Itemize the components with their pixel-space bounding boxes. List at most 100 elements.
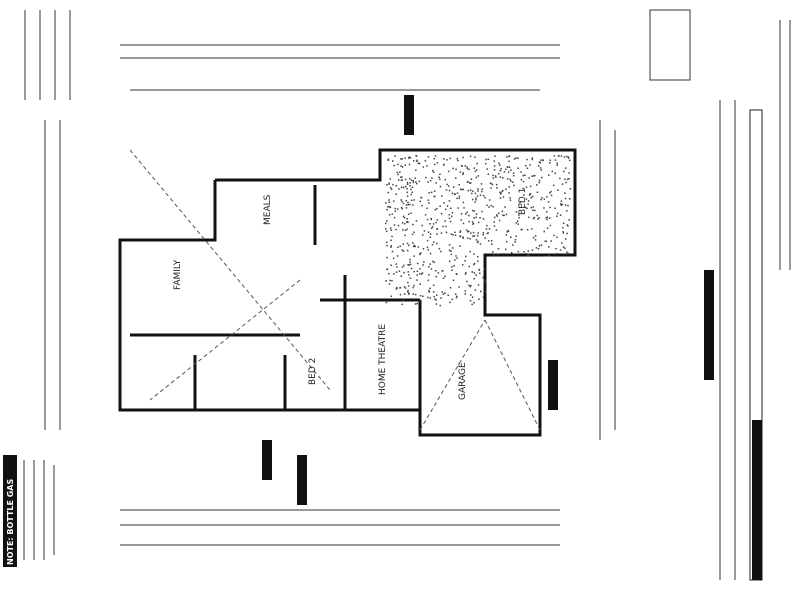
- hatch-speck: [468, 265, 470, 268]
- hatch-speck: [549, 206, 551, 209]
- hatch-speck: [388, 199, 390, 201]
- hatch-speck: [390, 188, 393, 190]
- hatch-speck: [436, 242, 438, 245]
- hatch-speck: [459, 188, 462, 190]
- hatch-speck: [471, 303, 473, 306]
- hatch-speck: [496, 187, 498, 189]
- hatch-speck: [566, 232, 568, 235]
- hatch-speck: [534, 174, 536, 177]
- hatch-speck: [413, 284, 415, 287]
- hatch-speck: [530, 206, 532, 209]
- hatch-speck: [431, 243, 434, 246]
- hatch-speck: [525, 165, 527, 167]
- hatch-speck: [422, 264, 424, 266]
- hatch-speck: [526, 158, 528, 161]
- hatch-speck: [430, 268, 433, 270]
- hatch-speck: [448, 217, 451, 220]
- hatch-speck: [509, 197, 511, 199]
- hatch-speck: [526, 167, 529, 169]
- hatch-speck: [393, 164, 395, 167]
- hatch-speck: [465, 255, 467, 258]
- hatch-speck: [502, 189, 504, 192]
- hatch-speck: [416, 262, 419, 265]
- hatch-speck: [419, 200, 421, 203]
- hatch-speck: [546, 216, 549, 218]
- hatch-speck: [437, 272, 440, 274]
- hatch-speck: [456, 295, 458, 298]
- hatch-speck: [485, 158, 487, 161]
- hatch-speck: [392, 257, 395, 260]
- hatch-speck: [565, 238, 567, 240]
- hatch-speck: [456, 192, 459, 194]
- hatch-speck: [495, 183, 498, 186]
- hatch-speck: [418, 180, 421, 183]
- hatch-speck: [408, 163, 411, 166]
- hatch-speck: [491, 243, 493, 245]
- hatch-speck: [466, 166, 468, 168]
- hatch-speck: [401, 222, 404, 224]
- hatch-speck: [419, 295, 422, 297]
- hatch-speck: [407, 285, 410, 287]
- hatch-speck: [484, 281, 486, 284]
- hatch-speck: [402, 299, 405, 301]
- hatch-speck: [395, 228, 397, 231]
- hatch-speck: [522, 187, 524, 190]
- hatch-speck: [481, 188, 483, 190]
- hatch-speck: [540, 159, 542, 161]
- hatch-speck: [451, 192, 454, 195]
- hatch-speck: [480, 290, 482, 293]
- hatch-speck: [424, 160, 427, 162]
- hatch-speck: [466, 181, 469, 183]
- hatch-speck: [434, 208, 437, 211]
- hatch-speck: [387, 159, 390, 161]
- hatch-speck: [556, 162, 558, 164]
- hatch-speck: [454, 234, 457, 236]
- hatch-speck: [404, 223, 406, 225]
- hatch-speck: [454, 293, 457, 295]
- hatch-speck: [477, 175, 480, 177]
- hatch-speck: [490, 240, 493, 242]
- hatch-speck: [406, 191, 408, 194]
- hatch-speck: [548, 254, 550, 257]
- hatch-speck: [409, 258, 411, 261]
- hatch-speck: [484, 237, 486, 239]
- hatch-speck: [389, 279, 391, 282]
- hatch-speck: [448, 260, 451, 263]
- hatch-speck: [525, 198, 528, 200]
- hatch-speck: [413, 270, 415, 273]
- hatch-speck: [523, 194, 525, 196]
- hatch-speck: [466, 211, 468, 214]
- hatch-speck: [537, 165, 540, 167]
- hatch-speck: [475, 213, 478, 215]
- hatch-speck: [505, 248, 507, 251]
- hatch-speck: [390, 227, 392, 229]
- hatch-speck: [470, 232, 472, 234]
- hatch-speck: [429, 233, 432, 235]
- hatch-speck: [448, 249, 451, 252]
- hatch-speck: [442, 225, 444, 228]
- hatch-speck: [549, 162, 551, 164]
- hatch-speck: [406, 242, 409, 245]
- hatch-speck: [447, 170, 450, 173]
- hatch-speck: [475, 169, 478, 171]
- hatch-speck: [484, 290, 487, 293]
- hatch-speck: [474, 201, 476, 203]
- hatch-speck: [444, 178, 446, 181]
- hatch-speck: [520, 171, 522, 173]
- hatch-speck: [488, 228, 491, 230]
- hatch-speck: [568, 172, 570, 174]
- hatch-speck: [443, 163, 445, 166]
- hatch-speck: [431, 177, 433, 179]
- hatch-speck: [500, 168, 502, 170]
- hatch-speck: [412, 181, 415, 184]
- hatch-speck: [389, 206, 392, 209]
- hatch-speck: [441, 195, 443, 197]
- hatch-speck: [487, 232, 489, 234]
- dimension-lines: [44, 44, 616, 546]
- hatch-speck: [459, 231, 461, 233]
- hatch-speck: [486, 168, 488, 170]
- hatch-speck: [443, 158, 445, 160]
- hatch-speck: [429, 297, 431, 299]
- hatch-speck: [475, 274, 477, 276]
- hatch-speck: [519, 201, 522, 203]
